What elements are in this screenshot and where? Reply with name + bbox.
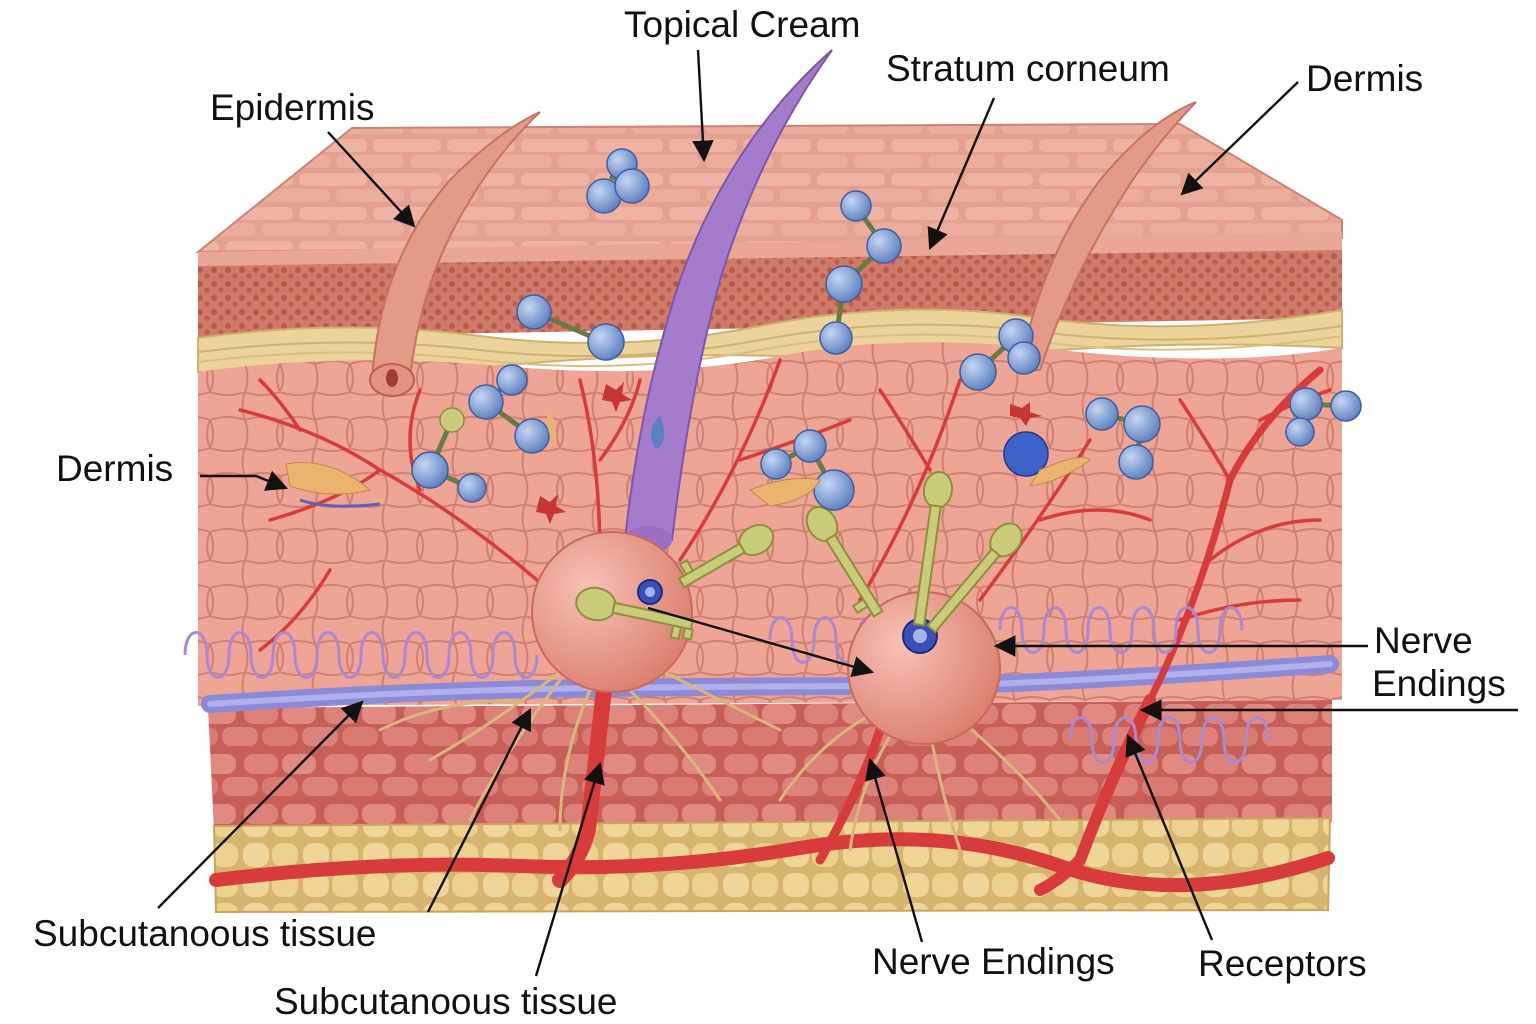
label-nerve-endings-right-line2: Endings <box>1372 663 1506 704</box>
dermis-layer <box>198 342 1342 706</box>
dermal-cells <box>285 382 1091 524</box>
skin-block <box>195 122 1343 914</box>
label-dermis-left: Dermis <box>56 448 173 489</box>
label-receptors: Receptors <box>1198 943 1367 984</box>
deep-layer <box>208 700 1332 830</box>
receptor-right <box>847 591 1001 745</box>
label-nerve-endings-right-line1: Nerve <box>1374 620 1473 661</box>
label-topical-cream: Topical Cream <box>624 4 860 45</box>
key-icon <box>575 471 1023 641</box>
hair-follicle-right <box>1018 101 1197 371</box>
labels: Topical Cream Stratum corneum Dermis Epi… <box>33 4 1506 1022</box>
hair-follicle-left <box>369 111 541 397</box>
leader-lines <box>157 49 1518 977</box>
label-epidermis: Epidermis <box>210 87 375 128</box>
molecule-icon <box>411 148 1362 511</box>
label-dermis-top: Dermis <box>1306 58 1423 99</box>
label-nerve-endings-bottom: Nerve Endings <box>872 941 1115 982</box>
label-subcutaneous-bottom: Subcutanoous tissue <box>274 981 618 1022</box>
label-subcutaneous-left: Subcutanoous tissue <box>33 913 377 954</box>
corneum-front <box>198 232 1342 268</box>
label-stratum-corneum: Stratum corneum <box>886 48 1170 89</box>
